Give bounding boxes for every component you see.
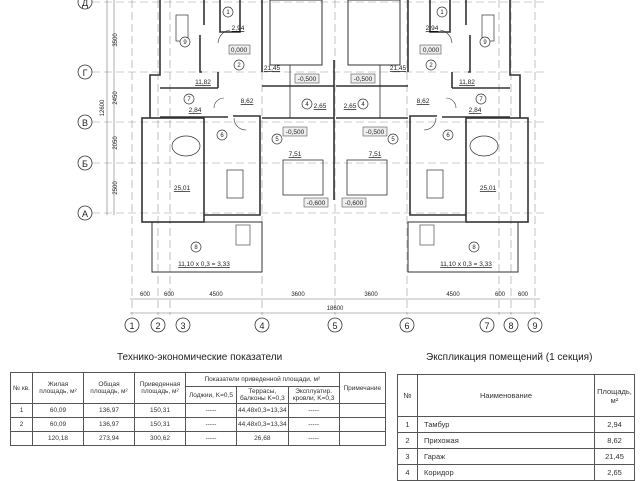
- level-mark: 0,000: [423, 47, 440, 54]
- dim-label: 2450: [113, 91, 119, 105]
- area-label: 2,94: [426, 25, 439, 32]
- dim-total: 18600: [327, 306, 344, 312]
- header-cell: Приведенная площадь, м²: [134, 372, 186, 404]
- level-mark: -0,500: [286, 129, 305, 136]
- area-label: 11,10 x 0,3 = 3,33: [178, 261, 230, 268]
- room-number: 5: [391, 137, 395, 143]
- room-number: 9: [183, 40, 187, 46]
- dim-label: 3500: [113, 33, 119, 47]
- area-label: 2,84: [469, 107, 482, 114]
- header-cell: Примечание: [338, 372, 387, 404]
- room-number: 2: [429, 63, 433, 69]
- room-number: 6: [220, 133, 224, 139]
- room-number: 1: [440, 10, 444, 16]
- level-mark: -0,600: [307, 200, 326, 207]
- dim-label: 600: [518, 292, 529, 298]
- axis-row-label: Д: [82, 0, 88, 8]
- header-cell: №: [397, 374, 418, 417]
- floor-plan: Д Г В Б А 1 2 3 4 5 6 7 8 9 3500 12600 2…: [77, 0, 545, 333]
- area-label: 2,65: [314, 103, 327, 110]
- dim-label: 12600: [100, 99, 106, 116]
- tech-table-title: Технико-экономические показатели: [117, 352, 283, 363]
- room-number: 7: [187, 97, 191, 103]
- level-mark: -0,600: [345, 200, 364, 207]
- area-label: 2,84: [189, 107, 202, 114]
- area-label: 8,62: [417, 98, 430, 105]
- level-mark: -0,500: [354, 76, 373, 83]
- dim-label: 600: [164, 292, 175, 298]
- header-cell: Наименование: [417, 374, 595, 417]
- header-cell: Общая площадь, м²: [83, 372, 135, 404]
- room-number: 6: [446, 133, 450, 139]
- axis-col-label: 1: [129, 321, 134, 331]
- level-mark: 0,000: [231, 47, 248, 54]
- header-cell: Эксплуатир. кровли, K=0,3: [287, 386, 340, 404]
- axis-col-label: 4: [259, 321, 264, 331]
- dim-label: 4500: [209, 292, 223, 298]
- dim-label: 600: [495, 292, 506, 298]
- area-label: 7,51: [369, 151, 382, 158]
- room-number: 2: [237, 63, 241, 69]
- level-mark: -0,500: [366, 129, 385, 136]
- axis-row-label: Г: [83, 68, 88, 78]
- axis-row-label: В: [82, 118, 88, 128]
- area-label: 2,94: [232, 25, 245, 32]
- room-number: 7: [479, 97, 483, 103]
- header-cell: Жилая площадь, м²: [32, 372, 84, 404]
- header-cell: № кв.: [10, 372, 33, 404]
- area-label: 8,62: [241, 98, 254, 105]
- room-number: 8: [194, 245, 198, 251]
- dim-label: 3600: [364, 292, 378, 298]
- dim-label: 4500: [446, 292, 460, 298]
- room-number: 9: [483, 40, 487, 46]
- header-cell: Площадь, м²: [594, 374, 635, 417]
- area-label: 11,82: [195, 79, 211, 86]
- room-number: 4: [305, 102, 309, 108]
- axis-col-label: 9: [532, 321, 537, 331]
- header-cell: Показатели приведенной площади, м²: [185, 372, 340, 387]
- room-number: 8: [472, 245, 476, 251]
- area-label: 21,45: [390, 65, 407, 72]
- room-number: 1: [226, 10, 230, 16]
- axis-col-label: 5: [332, 321, 337, 331]
- area-label: 7,51: [289, 151, 302, 158]
- dim-label: 2500: [113, 181, 119, 195]
- level-mark: -0,500: [298, 76, 317, 83]
- area-label: 25,01: [174, 185, 191, 192]
- area-label: 11,82: [459, 79, 475, 86]
- axis-col-label: 8: [508, 321, 513, 331]
- axis-col-label: 3: [180, 321, 185, 331]
- axis-row-label: Б: [82, 159, 88, 169]
- area-label: 21,45: [264, 65, 281, 72]
- area-label: 11,10 x 0,3 = 3,33: [440, 261, 492, 268]
- tech-table: № кв. Жилая площадь, м² Общая площадь, м…: [10, 372, 387, 446]
- header-cell: Лоджии, K=0,5: [185, 386, 237, 404]
- dim-label: 600: [140, 292, 151, 298]
- room-number: 4: [361, 102, 365, 108]
- expl-table-title: Экспликация помещений (1 секция): [426, 352, 593, 363]
- axis-col-label: 6: [404, 321, 409, 331]
- area-label: 25,01: [480, 185, 497, 192]
- axis-col-label: 7: [484, 321, 489, 331]
- dim-label: 3600: [291, 292, 305, 298]
- header-cell: Террасы, балконы K=0,3: [236, 386, 289, 404]
- unit-walls: [141, 0, 334, 273]
- axis-col-label: 2: [155, 321, 160, 331]
- area-label: 2,65: [344, 103, 357, 110]
- axis-row-label: А: [82, 209, 88, 219]
- dim-label: 2050: [113, 136, 119, 150]
- room-number: 5: [275, 137, 279, 143]
